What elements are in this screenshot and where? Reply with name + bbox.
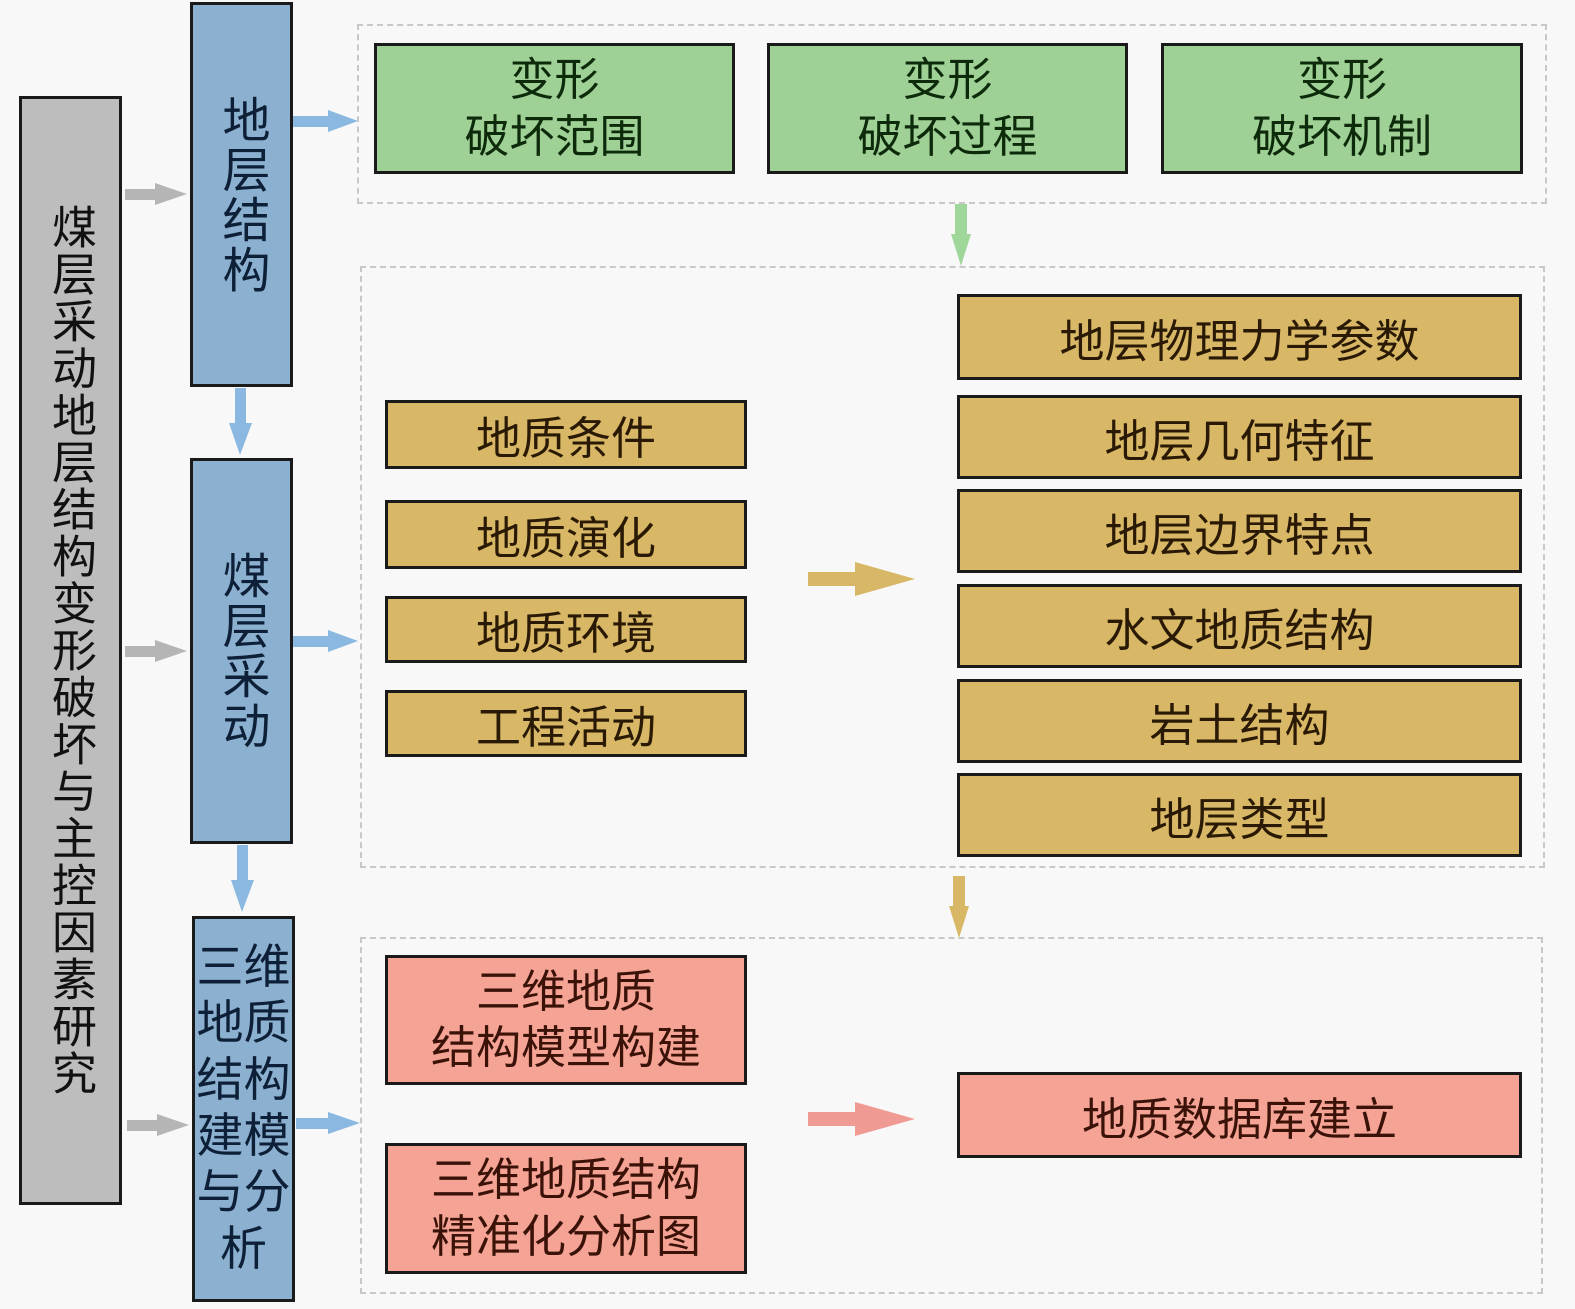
arrow-mining-to-modeling [231,845,254,912]
stage-label: 三维地质结构建模与分析 [196,939,291,1277]
arrow-mining-to-middle-group [293,630,358,652]
arrow-root-to-strata [125,183,187,205]
bottom-left-line1: 三维地质 [475,964,656,1018]
middle-left-item: 地质环境 [385,596,747,663]
top-item-line2: 破坏过程 [857,109,1038,163]
middle-left-label: 工程活动 [475,701,656,754]
middle-right-label: 岩土结构 [1149,698,1330,752]
arrow-modeling-to-bottom-group [296,1112,360,1134]
stage-box-coal-mining: 煤层采动 [190,458,293,844]
middle-right-label: 地层物理力学参数 [1059,314,1420,368]
middle-right-item: 水文地质结构 [957,584,1522,668]
arrow-middle-to-bottom-group [949,876,969,938]
middle-right-label: 地层几何特征 [1104,414,1375,468]
bottom-left-line2: 精准化分析图 [430,1209,701,1263]
stage-label: 煤层采动 [213,551,270,751]
arrow-root-to-mining [125,640,187,662]
middle-left-item: 地质条件 [385,400,747,469]
root-label: 煤层采动地层结构变形破坏与主控因素研究 [44,204,97,1097]
top-item-damage-range: 变形 破坏范围 [374,43,735,174]
bottom-left-line1: 三维地质结构 [430,1153,701,1207]
top-item-damage-process: 变形 破坏过程 [767,43,1128,174]
arrow-middle-left-to-right [808,562,915,596]
top-item-damage-mechanism: 变形 破坏机制 [1161,43,1523,174]
top-item-line2: 破坏范围 [464,109,645,163]
arrow-strata-to-mining [229,388,252,455]
top-group-container [357,24,1547,204]
middle-right-label: 地层类型 [1149,792,1330,846]
bottom-left-item-precise-analysis: 三维地质结构 精准化分析图 [385,1143,747,1274]
arrow-strata-to-top-group [293,110,358,132]
bottom-group-container [360,937,1543,1294]
top-item-line1: 变形 [1296,53,1387,107]
bottom-left-item-model-build: 三维地质 结构模型构建 [385,955,747,1085]
bottom-right-item-database: 地质数据库建立 [957,1072,1522,1158]
middle-right-item: 岩土结构 [957,679,1522,763]
middle-left-item: 地质演化 [385,500,747,569]
middle-right-label: 水文地质结构 [1104,603,1375,657]
arrow-bottom-left-to-right [808,1102,915,1136]
bottom-left-line2: 结构模型构建 [430,1021,701,1074]
middle-right-label: 地层边界特点 [1104,508,1375,562]
middle-left-label: 地质条件 [475,412,656,465]
top-item-line1: 变形 [902,53,993,107]
root-box: 煤层采动地层结构变形破坏与主控因素研究 [19,96,122,1205]
middle-right-item: 地层边界特点 [957,489,1522,573]
stage-box-strata-structure: 地层结构 [190,2,293,387]
middle-right-item: 地层几何特征 [957,395,1522,479]
middle-group-container [360,266,1545,868]
middle-right-item: 地层类型 [957,773,1522,857]
arrow-root-to-modeling [127,1114,189,1136]
top-item-line2: 破坏机制 [1251,109,1432,163]
middle-right-item: 地层物理力学参数 [957,294,1522,380]
bottom-right-label: 地质数据库建立 [1081,1092,1397,1146]
top-item-line1: 变形 [509,53,600,107]
middle-left-label: 地质演化 [475,512,656,565]
stage-box-3d-modeling: 三维地质结构建模与分析 [192,916,295,1302]
middle-left-label: 地质环境 [475,607,656,660]
arrow-top-to-middle-group [951,204,971,266]
stage-label: 地层结构 [213,94,270,295]
middle-left-item: 工程活动 [385,690,747,757]
